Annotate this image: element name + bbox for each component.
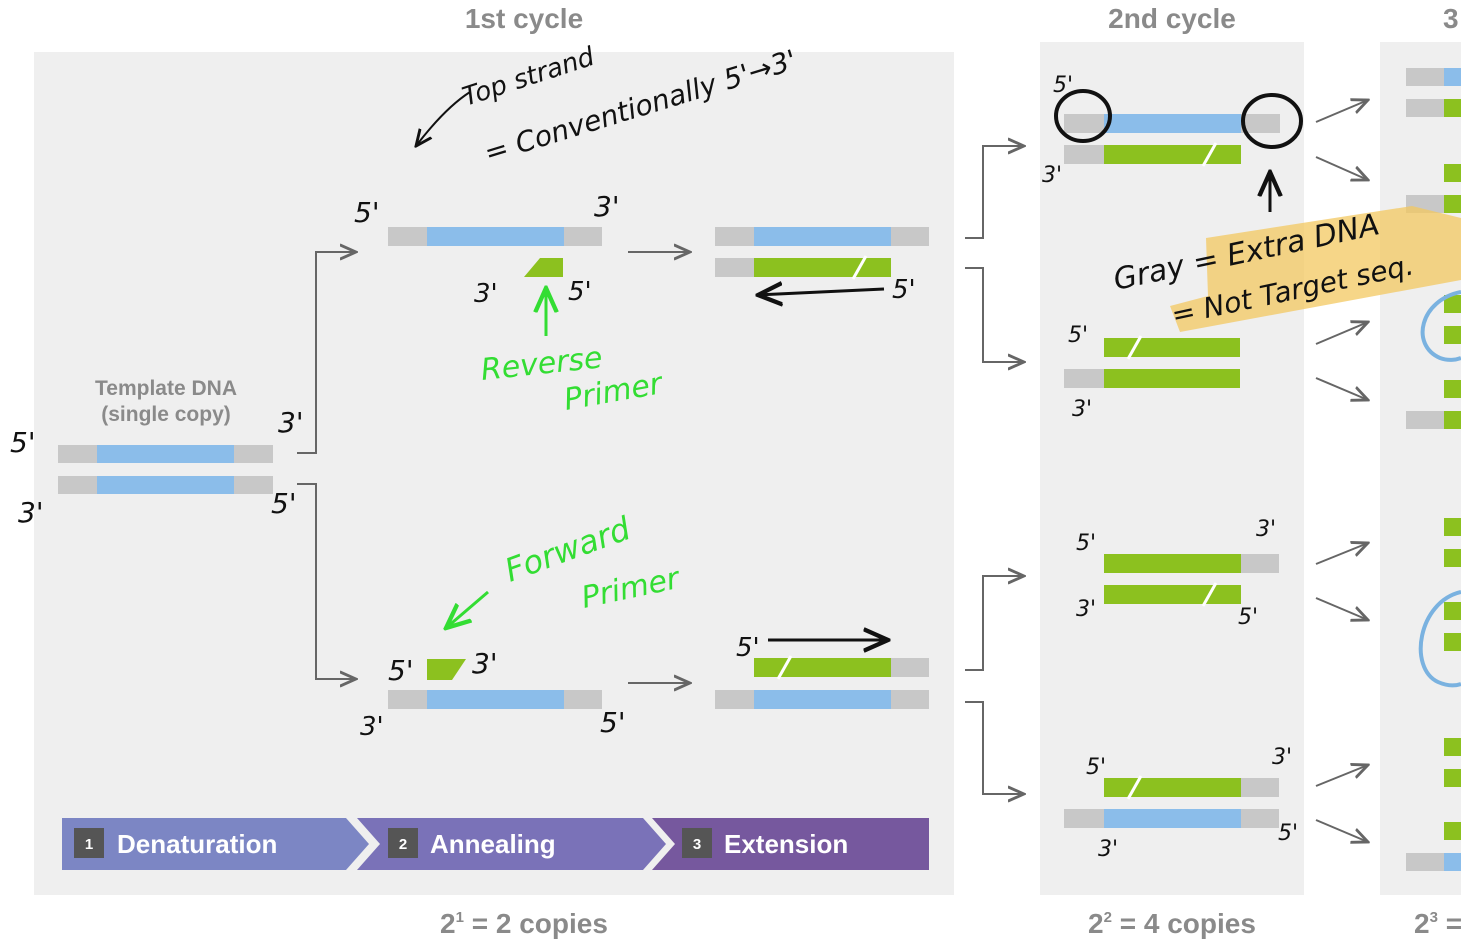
annealing-top-strand (388, 227, 602, 246)
c2p1-5prime: 5' (1053, 73, 1073, 98)
c2p1-3prime: 3' (1042, 163, 1062, 188)
annealing-bottom-strand (388, 690, 602, 709)
ext-bot-5prime: 5' (736, 633, 760, 663)
top-strand-arrow (416, 91, 471, 146)
cycle2-product-1 (1064, 114, 1280, 167)
template-top-strand (58, 445, 273, 463)
extension-top-strand (715, 227, 929, 246)
cycle3-header: 3 (1443, 3, 1459, 34)
template-bottom-strand (58, 476, 273, 494)
c2p1-left-circle (1054, 89, 1112, 143)
c2p4-3prime: 3' (1098, 837, 1118, 862)
anneal-bot-5prime: 5' (388, 654, 414, 687)
anneal-bot-3prime: 3' (472, 647, 498, 680)
to-cycle2-connector-2 (965, 267, 1024, 362)
gray-note-highlight (1170, 206, 1461, 332)
step-number-2: 2 (399, 836, 407, 853)
cycle2-header: 2nd cycle (1108, 3, 1236, 34)
anneal-bot-left-3prime: 3' (360, 712, 384, 742)
copies-cycle3: 23 = (1414, 908, 1461, 939)
forward-primer (427, 659, 466, 680)
copies-cycle1: 21 = 2 copies (440, 908, 608, 939)
extension-top-direction (758, 289, 885, 295)
split-connector-bottom (297, 483, 356, 679)
copies-cycle2: 22 = 4 copies (1088, 908, 1256, 939)
split-connector-top (297, 252, 356, 454)
gray-note: Gray = Extra DNA = Not Target seq. (1110, 206, 1461, 332)
cycle2-product-3 (1104, 554, 1279, 607)
primer-rev-5prime: 5' (568, 277, 592, 307)
anneal-top-5prime: 5' (354, 196, 380, 229)
cycle2-product-2 (1064, 335, 1240, 388)
c2p3-3prime-top: 3' (1256, 517, 1276, 542)
c2p3-3prime: 3' (1076, 597, 1096, 622)
extension-top-new-strand (715, 255, 891, 280)
step-label-extension: Extension (724, 829, 848, 859)
step-annealing: 2 Annealing (388, 828, 556, 859)
cycle3-partial-strands (1406, 68, 1461, 871)
step-number-3: 3 (693, 836, 701, 853)
template-label-line2: (single copy) (101, 403, 231, 426)
template-left-5prime: 5' (10, 426, 36, 459)
cycle2-panel (1040, 42, 1304, 895)
primer-rev-3prime: 3' (474, 279, 498, 309)
step-label-denaturation: Denaturation (117, 829, 277, 859)
step-number-1: 1 (85, 836, 93, 853)
c2p4-5prime-right: 5' (1278, 821, 1298, 846)
template-right-3prime: 3' (278, 406, 304, 439)
to-cycle2-connector-4 (965, 701, 1024, 794)
template-label-line1: Template DNA (95, 377, 237, 400)
to-cycle2-connector-1 (965, 146, 1024, 239)
step-bar (62, 818, 929, 870)
template-right-5prime: 5' (271, 487, 297, 520)
anneal-top-3prime: 3' (594, 190, 620, 223)
to-cycle3-arrows (1315, 100, 1368, 842)
cycle1-header: 1st cycle (465, 3, 583, 34)
cycle2-product-4 (1064, 775, 1279, 828)
c2p1-right-circle (1241, 93, 1303, 149)
step-label-annealing: Annealing (430, 829, 556, 859)
step-denaturation: 1 Denaturation (74, 828, 277, 859)
template-left-3prime: 3' (18, 496, 44, 529)
ext-top-5prime: 5' (892, 275, 916, 305)
c2p4-5prime: 5' (1086, 755, 1106, 780)
extension-bottom-new-strand (754, 655, 929, 680)
cycle1-panel (34, 52, 954, 895)
forward-primer-arrow (446, 590, 489, 628)
step-extension: 3 Extension (682, 828, 848, 859)
cycle3-blue-circle-1 (1420, 290, 1461, 362)
cycle3-blue-circle-2 (1418, 590, 1461, 688)
c2p3-5prime: 5' (1076, 531, 1096, 556)
extension-bottom-strand (715, 690, 929, 709)
c2p2-3prime: 3' (1072, 397, 1092, 422)
c2p4-3prime-top: 3' (1272, 745, 1292, 770)
to-cycle2-connector-3 (965, 576, 1024, 671)
c2p3-5prime-bot: 5' (1238, 605, 1258, 630)
c2p2-5prime: 5' (1068, 323, 1088, 348)
anneal-bot-right-5prime: 5' (600, 706, 626, 739)
reverse-primer (524, 258, 563, 277)
